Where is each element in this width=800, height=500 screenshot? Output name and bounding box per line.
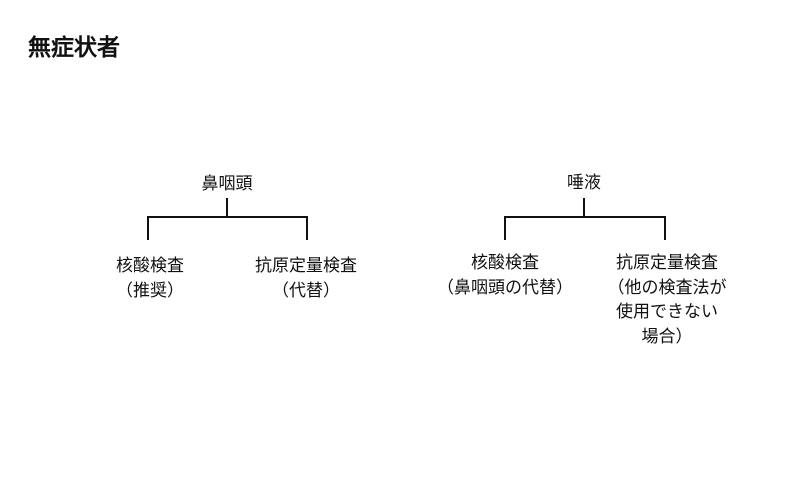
child-line: 使用できない bbox=[616, 302, 718, 322]
tree-2-child-1: 核酸検査 （鼻咽頭の代替） bbox=[437, 251, 573, 300]
tree-1-child-2: 抗原定量検査 （代替） bbox=[255, 254, 357, 303]
child-line: 核酸検査 bbox=[116, 256, 184, 276]
child-line: （他の検査法が bbox=[607, 277, 727, 298]
child-line: 場合） bbox=[641, 326, 693, 347]
page-title: 無症状者 bbox=[28, 35, 120, 61]
tree-1-root: 鼻咽頭 bbox=[201, 174, 253, 194]
child-line: 抗原定量検査 bbox=[255, 256, 357, 276]
child-line: 核酸検査 bbox=[471, 253, 539, 273]
child-line: （推奨） bbox=[116, 280, 184, 301]
child-line: （代替） bbox=[272, 280, 340, 301]
child-line: 抗原定量検査 bbox=[616, 253, 718, 273]
tree-1-child-1: 核酸検査 （推奨） bbox=[116, 254, 184, 303]
child-line: （鼻咽頭の代替） bbox=[437, 277, 573, 298]
tree-1-connectors bbox=[147, 198, 308, 240]
tree-2-connectors bbox=[504, 198, 666, 240]
tree-2-root: 唾液 bbox=[567, 173, 601, 193]
tree-2-child-2: 抗原定量検査 （他の検査法が 使用できない 場合） bbox=[608, 251, 727, 349]
